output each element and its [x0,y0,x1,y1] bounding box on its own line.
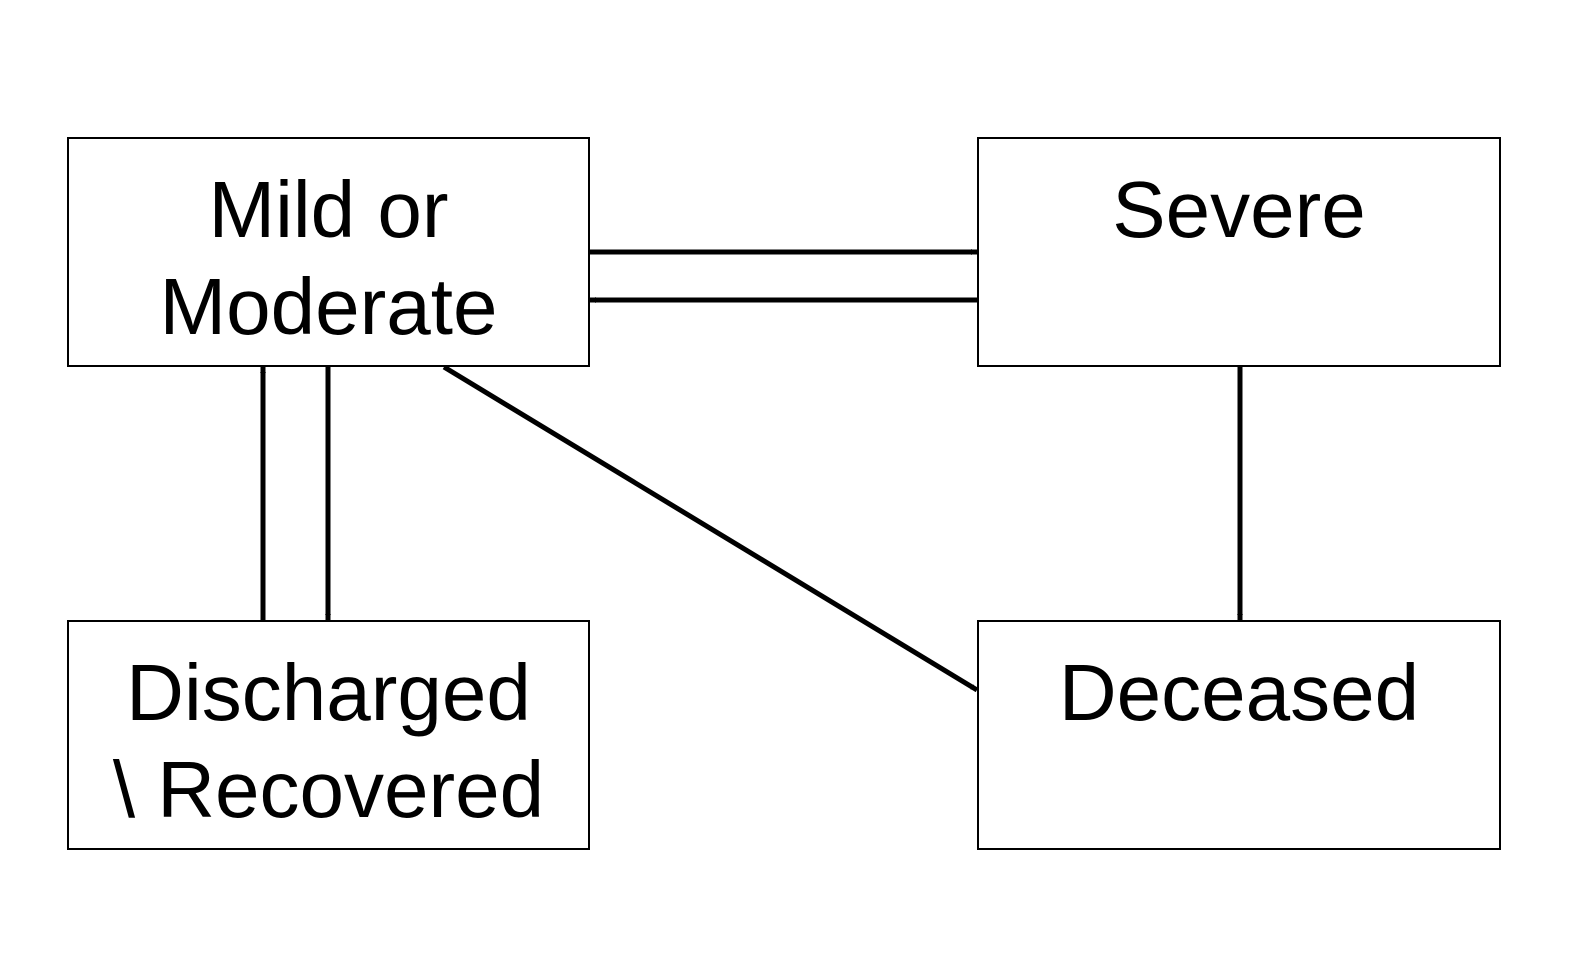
node-label-line: Severe [1112,165,1366,254]
node-label-line: Mild or [208,165,449,254]
node-discharged-recovered: Discharged \ Recovered [67,620,590,850]
node-label-line: Deceased [1058,648,1420,737]
node-label-line: \ Recovered [112,745,545,834]
node-mild-or-moderate: Mild or Moderate [67,137,590,367]
node-label-line: Moderate [159,262,498,351]
node-label-line: Discharged [126,648,531,737]
node-severe: Severe [977,137,1501,367]
node-deceased: Deceased [977,620,1501,850]
arrow-mild-to-deceased [442,364,979,693]
